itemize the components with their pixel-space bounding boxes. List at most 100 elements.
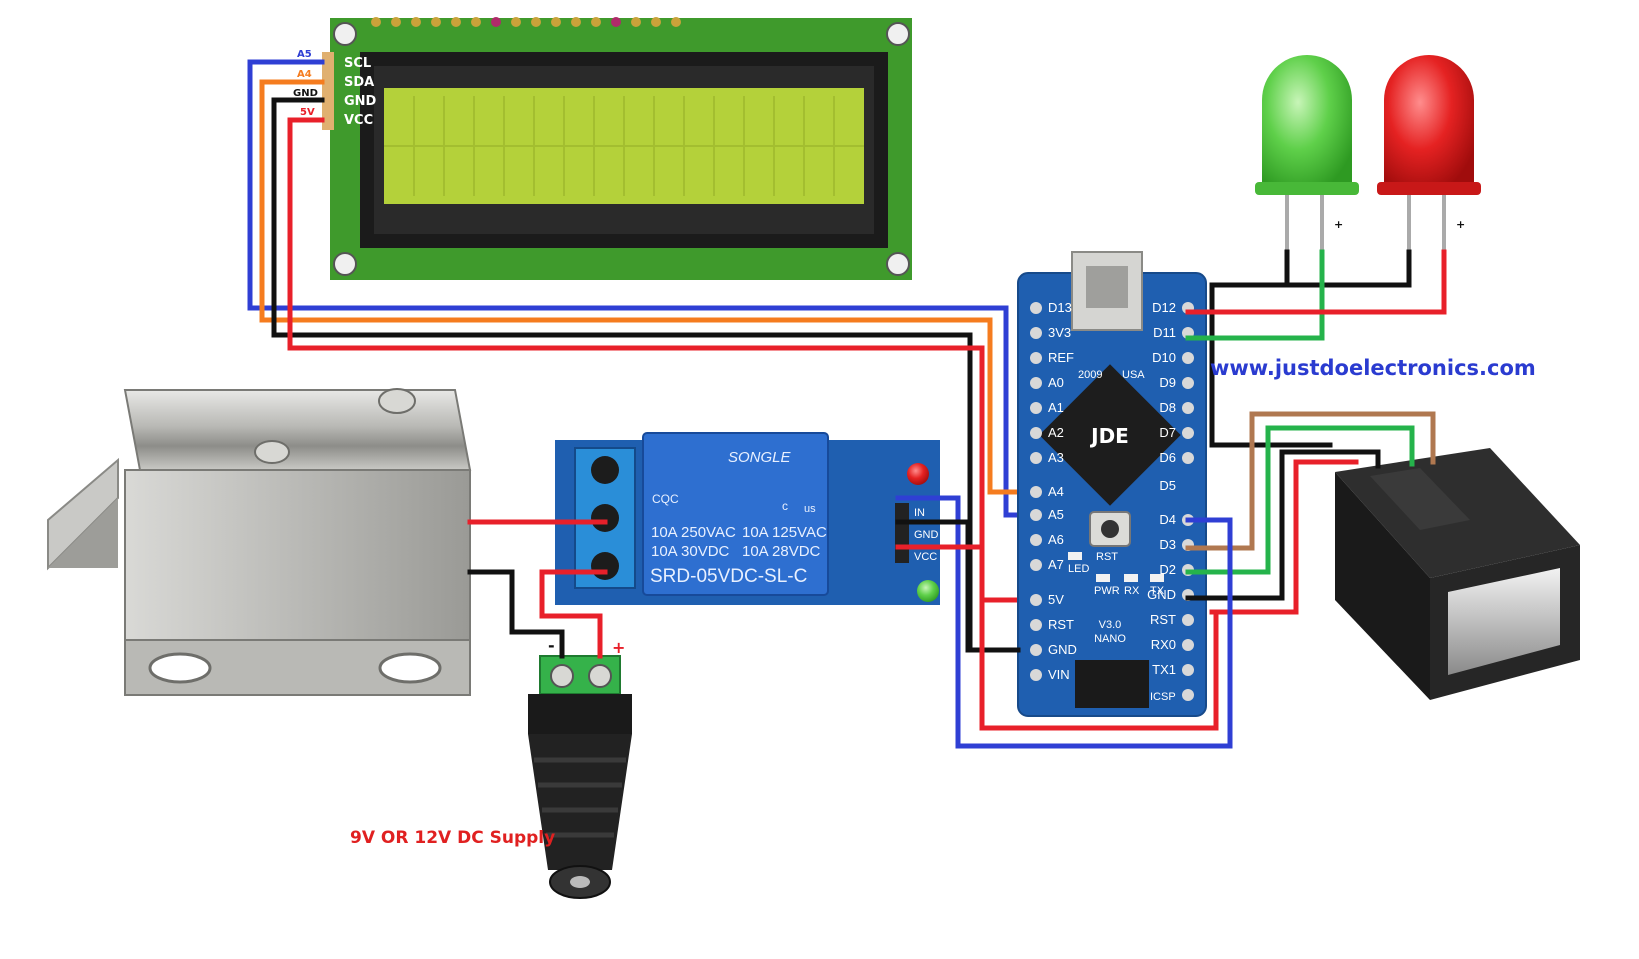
nano-pin-5v: 5V xyxy=(1048,592,1064,607)
wire-tag-a5: A5 xyxy=(297,49,312,60)
component-wires xyxy=(467,249,1447,749)
dc-jack-collar xyxy=(528,694,632,734)
wire-sensor-d2 xyxy=(1185,425,1415,575)
silk-rx: RX xyxy=(1124,585,1140,597)
relay-rating: 10A 250VAC xyxy=(651,524,736,541)
wire-relay-vcc xyxy=(895,544,1219,731)
relay-model: SRD-05VDC-SL-C xyxy=(650,566,807,587)
nano-pin-d13: D13 xyxy=(1048,300,1072,315)
nano-pin-a4: A4 xyxy=(1048,484,1064,499)
red-led xyxy=(1377,55,1481,252)
dc-jack xyxy=(528,655,632,899)
dc-minus-label: - xyxy=(548,636,555,655)
wire-tag-5v: 5V xyxy=(300,107,315,118)
lock-body-top xyxy=(123,389,472,471)
wire-relay-in-d4 xyxy=(895,495,1233,749)
nano-pin-d9: D9 xyxy=(1159,375,1176,390)
nano-pin-d2: D2 xyxy=(1159,562,1176,577)
wire-5v xyxy=(287,117,1021,603)
red-led-plus: + xyxy=(1456,218,1465,231)
nano-pin-a1: A1 xyxy=(1048,400,1064,415)
nano-pin-rx0: RX0 xyxy=(1151,637,1176,652)
nano-pin-a2: A2 xyxy=(1048,425,1064,440)
nano-pin-rst: RST xyxy=(1048,617,1074,632)
arduino-pin-holes xyxy=(1030,302,1194,701)
relay-module: SONGLE CQC c us 10A 250VAC 10A 125VAC 10… xyxy=(555,432,940,605)
relay-pin-gnd: GND xyxy=(914,529,939,541)
relay-rating: 10A 28VDC xyxy=(742,543,821,560)
mcu-chip-label: JDE xyxy=(1089,424,1129,448)
screw-icon xyxy=(378,388,416,414)
relay-mark-c: c xyxy=(782,499,788,513)
dc-plus-label: + xyxy=(612,638,625,657)
nano-pin-a5: A5 xyxy=(1048,507,1064,522)
green-led xyxy=(1255,55,1359,252)
silk-tx: TX xyxy=(1150,585,1165,597)
lcd-pin-vcc: VCC xyxy=(344,113,373,128)
nano-pin-d10: D10 xyxy=(1152,350,1176,365)
nano-pin-rst-right: RST xyxy=(1150,612,1176,627)
nano-pin-gnd-right: GND xyxy=(1147,587,1176,602)
wire-tag-a4: A4 xyxy=(297,69,312,80)
fingerprint-sensor xyxy=(1335,448,1580,700)
silk-rst: RST xyxy=(1096,551,1118,563)
relay-mark-us: us xyxy=(804,503,816,515)
lcd-pin-sda: SDA xyxy=(344,75,374,90)
wire-scl-a5 xyxy=(247,59,1021,518)
wire-sda-a4 xyxy=(259,79,1021,495)
relay-pin-vcc: VCC xyxy=(914,551,937,563)
lcd-header-pins xyxy=(371,17,681,27)
terminal-screw-icon xyxy=(550,664,574,688)
terminal-screw-icon xyxy=(588,664,612,688)
nano-pin-vin: VIN xyxy=(1048,667,1070,682)
lcd-character-grid xyxy=(384,96,864,196)
silk-nano: NANO xyxy=(1094,633,1126,645)
nano-pin-d7: D7 xyxy=(1159,425,1176,440)
wire-led-green-d11 xyxy=(1185,249,1325,341)
red-led-icon xyxy=(1384,55,1474,190)
nano-pin-tx1: TX1 xyxy=(1152,662,1176,677)
lcd-mount-hole xyxy=(333,252,357,276)
lcd-mount-hole xyxy=(886,252,910,276)
silk-2009: 2009 xyxy=(1078,369,1102,381)
wire-sensor-vcc xyxy=(1209,459,1359,615)
relay-power-led xyxy=(907,463,929,485)
mcu-chip xyxy=(1039,364,1181,506)
silk-pwr: PWR xyxy=(1094,585,1120,597)
lcd-mount-hole xyxy=(886,22,910,46)
wire-sensor-gnd xyxy=(1185,449,1381,601)
relay-body xyxy=(642,432,829,596)
nano-pin-d12: D12 xyxy=(1152,300,1176,315)
dc-jack-grip xyxy=(528,734,632,870)
lock-latch xyxy=(47,457,119,571)
terminal-screw-icon xyxy=(591,456,619,484)
nano-pin-ref: REF xyxy=(1048,350,1074,365)
nano-pin-a0: A0 xyxy=(1048,375,1064,390)
wire-lock-black xyxy=(467,569,565,659)
silk-icsp: ICSP xyxy=(1150,691,1176,703)
silk-usa: USA xyxy=(1122,369,1145,381)
wire-relay-gnd xyxy=(895,519,1021,653)
lcd-mount-hole xyxy=(333,22,357,46)
relay-status-led xyxy=(917,580,939,602)
wire-led-red-gnd xyxy=(1284,249,1412,288)
relay-brand: SONGLE xyxy=(728,449,792,466)
solenoid-lock xyxy=(47,388,472,696)
nano-pin-d11: D11 xyxy=(1153,325,1176,340)
lock-mount-hole xyxy=(378,652,442,684)
terminal-screw-icon xyxy=(591,504,619,532)
nano-pin-gnd: GND xyxy=(1048,642,1077,657)
nano-pin-d6: D6 xyxy=(1159,450,1176,465)
website-label: www.justdoelectronics.com xyxy=(1210,356,1536,380)
wire-led-red-d12 xyxy=(1185,249,1447,315)
lcd-module: SCL SDA GND VCC xyxy=(322,17,912,280)
silk-led: LED xyxy=(1068,563,1089,575)
nano-pin-a3: A3 xyxy=(1048,450,1064,465)
arduino-nano: JDE D13 3V3 REF A0 A1 A2 A3 xyxy=(1017,251,1207,717)
nano-pin-d3: D3 xyxy=(1159,537,1176,552)
relay-mark-cqc: CQC xyxy=(652,492,679,506)
lock-body xyxy=(124,469,471,641)
nano-pin-a7: A7 xyxy=(1048,557,1064,572)
sensor-side xyxy=(1335,472,1430,700)
green-led-plus: + xyxy=(1334,218,1343,231)
